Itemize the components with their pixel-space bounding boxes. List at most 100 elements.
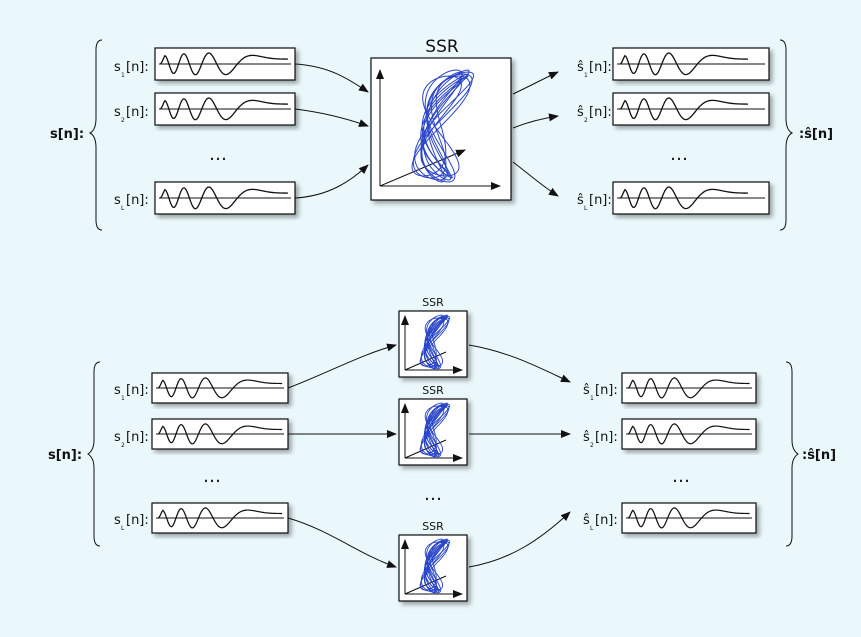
attractor-trajectory — [420, 315, 451, 369]
ssr-block — [398, 310, 468, 378]
row-label: s — [114, 430, 121, 445]
phase-space-attractor-icon — [401, 538, 463, 598]
row-subscript: 2 — [584, 117, 588, 124]
row-suffix: [n]: — [589, 193, 612, 208]
attractor-trajectory — [423, 71, 463, 181]
row-subscript: L — [590, 525, 594, 532]
top-panel: s[n]: s 1 [n]: s 2 [n]: … s L [n]: — [50, 37, 833, 231]
row-label: ŝ — [583, 383, 590, 398]
row-label: ŝ — [577, 105, 584, 120]
output-row-2: ŝ 2 [n]: — [577, 92, 770, 126]
waveform-icon — [627, 423, 750, 445]
row-label: ŝ — [583, 430, 590, 445]
input-row-L: s L [n]: — [114, 181, 296, 215]
arrow-icon — [287, 517, 397, 568]
row-subscript: L — [121, 205, 125, 212]
row-suffix: [n]: — [589, 60, 612, 75]
ssr-block — [370, 57, 512, 201]
input-row-L: s L [n]: — [114, 502, 289, 534]
row-label: s — [114, 105, 121, 120]
ssr-label: SSR — [422, 296, 444, 309]
attractor-trajectory — [423, 405, 445, 455]
row-suffix: [n]: — [126, 383, 149, 398]
phase-space-attractor-icon — [401, 402, 463, 462]
ssr-label: SSR — [425, 37, 459, 57]
arrow-icon — [468, 344, 571, 383]
attractor-trajectory — [421, 69, 463, 183]
waveform-icon — [619, 186, 749, 210]
ssr-label: SSR — [422, 520, 444, 533]
row-label: ŝ — [577, 193, 584, 208]
row-suffix: [n]: — [595, 383, 618, 398]
waveform-icon — [627, 507, 750, 529]
brace-icon — [785, 361, 799, 547]
row-subscript: L — [584, 205, 588, 212]
attractor-trajectory — [419, 405, 449, 455]
arrow-icon — [512, 71, 559, 95]
row-suffix: [n]: — [589, 105, 612, 120]
attractor-trajectory — [414, 71, 475, 181]
output-row-L: ŝ L [n]: — [583, 502, 757, 534]
input-row-1: s 1 [n]: — [114, 47, 296, 81]
row-subscript: 2 — [590, 442, 594, 449]
arrow-icon — [468, 511, 571, 568]
phase-space-attractor-icon — [401, 314, 463, 374]
row-subscript: 2 — [121, 117, 125, 124]
attractor-trajectory — [420, 75, 462, 177]
attractor-trajectory — [419, 317, 449, 367]
input-group-label: s[n]: — [48, 448, 82, 463]
ellipsis: … — [203, 466, 221, 487]
row-subscript: 2 — [121, 442, 125, 449]
ssr-block — [398, 398, 468, 466]
output-row-1: ŝ 1 [n]: — [583, 372, 757, 404]
ssr-label: SSR — [422, 384, 444, 397]
input-row-2: s 2 [n]: — [114, 92, 296, 126]
input-row-1: s 1 [n]: — [114, 372, 289, 404]
bottom-panel: s[n]: s 1 [n]: s 2 [n]: … s L [n]: SSR — [48, 296, 836, 602]
output-group-label: :ŝ[n] — [802, 448, 836, 463]
row-subscript: L — [121, 525, 125, 532]
row-suffix: [n]: — [126, 430, 149, 445]
input-group-label: s[n]: — [50, 127, 84, 142]
row-label: s — [114, 383, 121, 398]
arrow-icon — [294, 164, 369, 199]
waveform-icon — [159, 186, 289, 210]
row-subscript: 1 — [584, 72, 588, 79]
arrow-icon — [294, 108, 369, 127]
row-suffix: [n]: — [126, 513, 149, 528]
row-suffix: [n]: — [126, 60, 149, 75]
waveform-icon — [157, 377, 283, 399]
row-subscript: 1 — [121, 72, 125, 79]
row-label: ŝ — [583, 513, 590, 528]
arrow-icon — [512, 161, 559, 197]
attractor-trajectory — [419, 541, 449, 591]
attractor-trajectory — [423, 317, 445, 367]
row-label: s — [114, 513, 121, 528]
output-row-2: ŝ 2 [n]: — [583, 418, 757, 450]
attractor-trajectory — [423, 541, 445, 591]
ellipsis: … — [209, 144, 227, 165]
waveform-icon — [157, 507, 283, 529]
waveform-icon — [627, 377, 750, 399]
attractor-trajectory — [420, 539, 451, 593]
row-suffix: [n]: — [126, 193, 149, 208]
arrow-icon — [294, 63, 369, 93]
row-suffix: [n]: — [126, 105, 149, 120]
row-label: s — [114, 193, 121, 208]
ellipsis: … — [670, 144, 688, 165]
waveform-icon — [619, 52, 749, 76]
waveform-icon — [157, 423, 283, 445]
row-suffix: [n]: — [595, 430, 618, 445]
row-subscript: 1 — [121, 395, 125, 402]
arrow-icon — [287, 343, 397, 389]
row-label: ŝ — [577, 60, 584, 75]
brace-icon — [87, 361, 101, 547]
attractor-trajectory — [411, 75, 471, 177]
input-row-2: s 2 [n]: — [114, 418, 289, 450]
output-row-1: ŝ 1 [n]: — [577, 47, 770, 81]
ellipsis: … — [424, 484, 442, 505]
row-subscript: 1 — [590, 395, 594, 402]
phase-space-attractor-icon — [376, 69, 501, 190]
waveform-icon — [159, 52, 289, 76]
